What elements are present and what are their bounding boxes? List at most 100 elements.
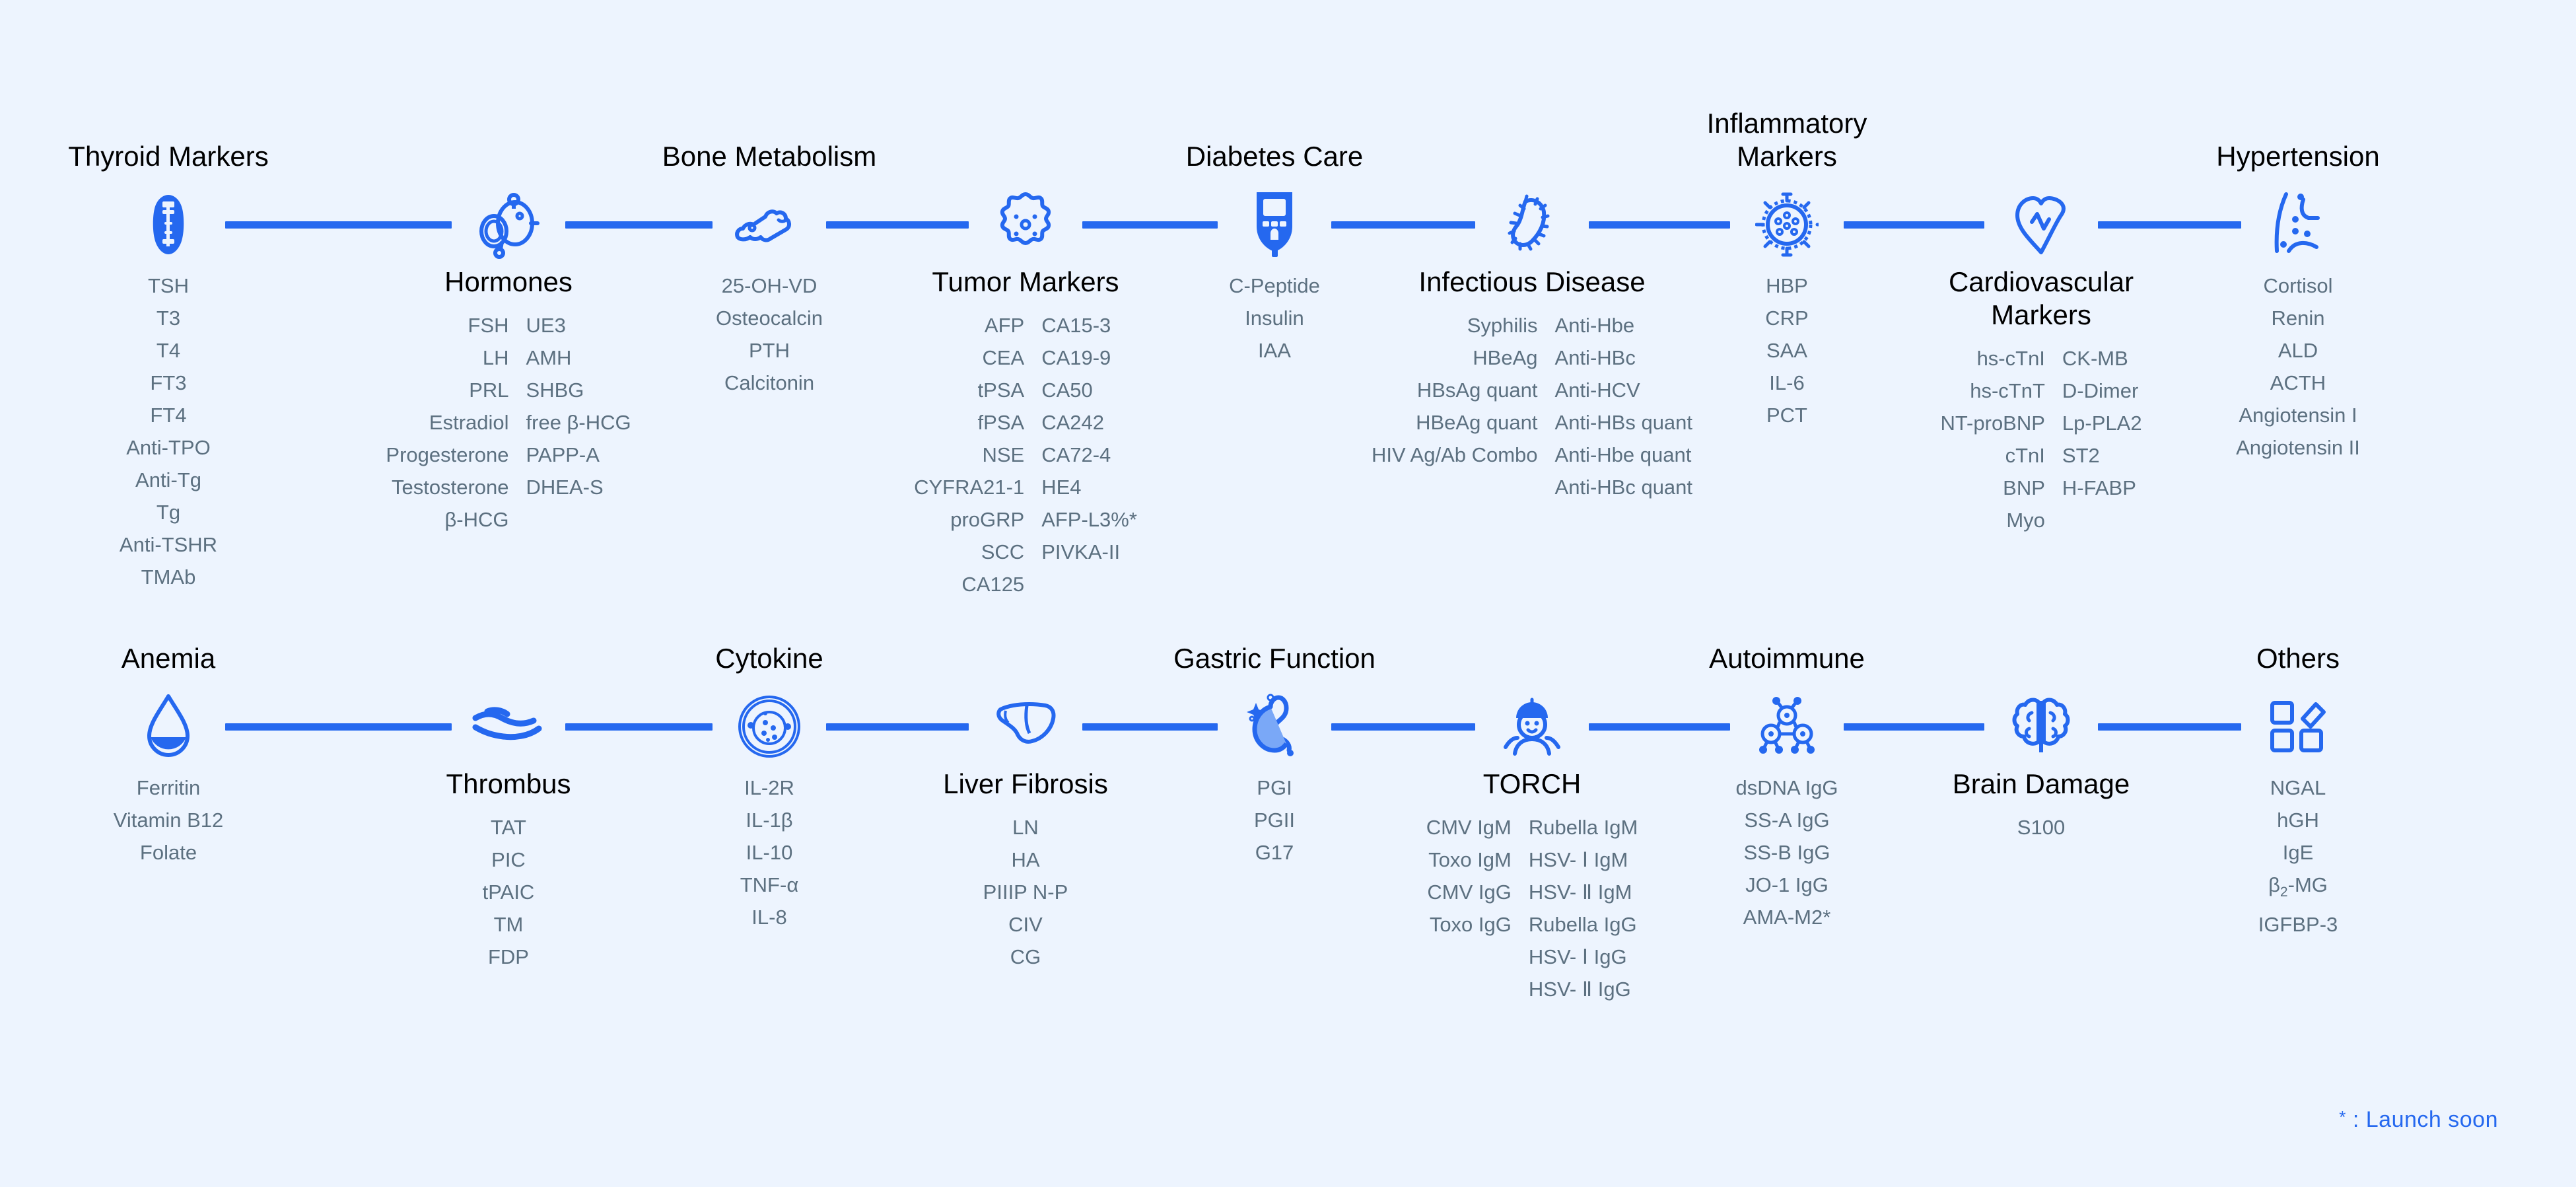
- test-item[interactable]: BNP: [2003, 476, 2045, 499]
- test-item[interactable]: hs-cTnT: [1970, 379, 2045, 402]
- test-item[interactable]: Anti-HBc quant: [1554, 476, 1693, 499]
- test-item[interactable]: ALD: [2278, 339, 2318, 362]
- test-item[interactable]: CA125: [961, 573, 1025, 596]
- test-item[interactable]: HE4: [1041, 476, 1082, 499]
- test-item[interactable]: LH: [482, 346, 509, 369]
- test-item[interactable]: FDP: [487, 945, 529, 968]
- test-item[interactable]: IL-2R: [744, 776, 794, 799]
- test-item[interactable]: HSV- Ⅱ IgM: [1528, 881, 1632, 904]
- test-item[interactable]: CA15-3: [1041, 314, 1111, 337]
- test-item[interactable]: SCC: [981, 540, 1025, 563]
- test-item[interactable]: Progesterone: [386, 443, 509, 466]
- test-item[interactable]: β2-MG: [2268, 873, 2328, 900]
- test-item[interactable]: Testosterone: [392, 476, 509, 499]
- test-item[interactable]: Myo: [2006, 509, 2045, 532]
- test-item[interactable]: Rubella IgG: [1528, 913, 1637, 936]
- test-item[interactable]: dsDNA IgG: [1735, 776, 1838, 799]
- test-item[interactable]: PGI: [1257, 776, 1292, 799]
- test-item[interactable]: IL-8: [751, 906, 787, 929]
- test-item[interactable]: Anti-TSHR: [119, 533, 218, 556]
- test-item[interactable]: D-Dimer: [2062, 379, 2139, 402]
- test-item[interactable]: HSV- Ⅰ IgM: [1528, 848, 1628, 871]
- test-item[interactable]: SS-B IgG: [1743, 841, 1830, 864]
- test-item[interactable]: IL-6: [1769, 371, 1805, 394]
- test-item[interactable]: Anti-HCV: [1554, 378, 1640, 402]
- test-item[interactable]: Syphilis: [1467, 314, 1538, 337]
- test-item[interactable]: AFP-L3%*: [1041, 508, 1137, 531]
- test-item[interactable]: H-FABP: [2062, 476, 2136, 499]
- test-item[interactable]: PAPP-A: [526, 443, 600, 466]
- test-item[interactable]: PGII: [1253, 809, 1295, 832]
- test-item[interactable]: CA50: [1041, 378, 1093, 402]
- test-item[interactable]: Calcitonin: [724, 371, 815, 394]
- test-item[interactable]: Anti-HBs quant: [1554, 411, 1693, 434]
- test-item[interactable]: β-HCG: [444, 508, 509, 531]
- test-item[interactable]: Anti-TPO: [126, 436, 211, 459]
- test-item[interactable]: proGRP: [950, 508, 1025, 531]
- test-item[interactable]: 25-OH-VD: [721, 274, 818, 297]
- test-item[interactable]: PIC: [491, 848, 526, 871]
- test-item[interactable]: Vitamin B12: [113, 809, 224, 832]
- test-item[interactable]: PCT: [1766, 404, 1807, 427]
- test-item[interactable]: Cortisol: [2263, 274, 2333, 297]
- test-item[interactable]: HSV- Ⅱ IgG: [1528, 978, 1631, 1001]
- test-item[interactable]: IL-10: [746, 841, 793, 864]
- test-item[interactable]: AMH: [526, 346, 572, 369]
- test-item[interactable]: T4: [156, 339, 181, 362]
- test-item[interactable]: PRL: [469, 378, 509, 402]
- test-item[interactable]: CYFRA21-1: [914, 476, 1025, 499]
- test-item[interactable]: Folate: [139, 841, 197, 864]
- test-item[interactable]: Lp-PLA2: [2062, 412, 2142, 435]
- test-item[interactable]: tPSA: [977, 378, 1025, 402]
- test-item[interactable]: Ferritin: [136, 776, 201, 799]
- test-item[interactable]: Osteocalcin: [716, 306, 823, 330]
- test-item[interactable]: TAT: [491, 816, 526, 839]
- test-item[interactable]: CK-MB: [2062, 347, 2128, 370]
- test-item[interactable]: free β-HCG: [526, 411, 631, 434]
- test-item[interactable]: CMV IgG: [1427, 881, 1512, 904]
- test-item[interactable]: ACTH: [2270, 371, 2326, 394]
- test-item[interactable]: FSH: [468, 314, 509, 337]
- test-item[interactable]: HBeAg quant: [1416, 411, 1538, 434]
- test-item[interactable]: HBsAg quant: [1416, 378, 1538, 402]
- test-item[interactable]: CG: [1010, 945, 1041, 968]
- test-item[interactable]: ST2: [2062, 444, 2100, 467]
- test-item[interactable]: FT4: [150, 404, 187, 427]
- test-item[interactable]: IL-1β: [746, 809, 793, 832]
- test-item[interactable]: HA: [1011, 848, 1040, 871]
- test-item[interactable]: IgE: [2282, 841, 2314, 864]
- test-item[interactable]: PIVKA-II: [1041, 540, 1121, 563]
- test-item[interactable]: CIV: [1008, 913, 1043, 936]
- test-item[interactable]: HBP: [1766, 274, 1808, 297]
- test-item[interactable]: AMA-M2*: [1743, 906, 1831, 929]
- test-item[interactable]: Anti-Hbe quant: [1554, 443, 1692, 466]
- test-item[interactable]: Angiotensin II: [2236, 436, 2360, 459]
- test-item[interactable]: CA242: [1041, 411, 1104, 434]
- test-item[interactable]: IAA: [1258, 339, 1291, 362]
- test-item[interactable]: T3: [156, 306, 181, 330]
- test-item[interactable]: JO-1 IgG: [1745, 873, 1828, 896]
- test-item[interactable]: Tg: [156, 501, 181, 524]
- test-item[interactable]: HIV Ag/Ab Combo: [1371, 443, 1538, 466]
- test-item[interactable]: CA19-9: [1041, 346, 1111, 369]
- test-item[interactable]: LN: [1012, 816, 1039, 839]
- test-item[interactable]: Toxo IgG: [1429, 913, 1512, 936]
- test-item[interactable]: NT-proBNP: [1940, 412, 2045, 435]
- test-item[interactable]: SAA: [1766, 339, 1807, 362]
- test-item[interactable]: AFP: [984, 314, 1025, 337]
- test-item[interactable]: TSH: [147, 274, 189, 297]
- test-item[interactable]: Renin: [2271, 306, 2325, 330]
- test-item[interactable]: TMAb: [141, 565, 196, 589]
- test-item[interactable]: cTnI: [2005, 444, 2045, 467]
- test-item[interactable]: G17: [1255, 841, 1294, 864]
- test-item[interactable]: CA72-4: [1041, 443, 1111, 466]
- test-item[interactable]: CRP: [1765, 306, 1809, 330]
- test-item[interactable]: IGFBP-3: [2258, 913, 2338, 937]
- test-item[interactable]: Toxo IgM: [1428, 848, 1512, 871]
- test-item[interactable]: Angiotensin I: [2239, 404, 2357, 427]
- test-item[interactable]: hs-cTnI: [1976, 347, 2045, 370]
- test-item[interactable]: NGAL: [2270, 776, 2326, 799]
- test-item[interactable]: CEA: [982, 346, 1025, 369]
- test-item[interactable]: HBeAg: [1473, 346, 1538, 369]
- test-item[interactable]: CMV IgM: [1426, 816, 1512, 839]
